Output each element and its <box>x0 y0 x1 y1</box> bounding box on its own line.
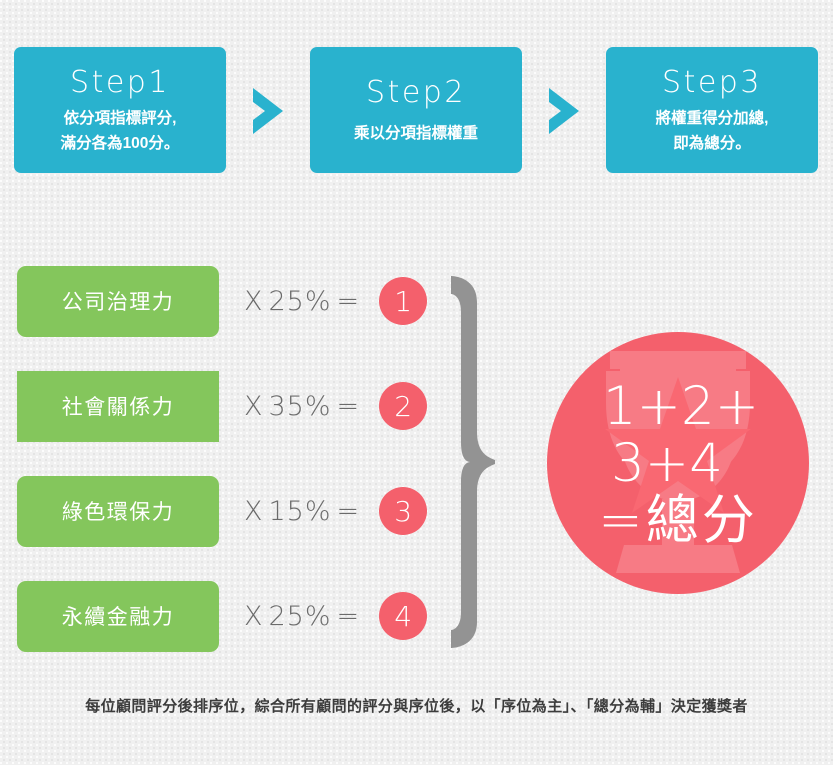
equals-symbol: = <box>336 495 361 527</box>
step-1-title: Step1 <box>70 65 170 101</box>
multiply-symbol: X <box>244 495 264 527</box>
footer-caption: 每位顧問評分後排序位，綜合所有顧問的評分與序位後，以「序位為主」、「總分為輔」決… <box>85 698 748 715</box>
multiply-symbol: X <box>244 390 264 422</box>
trophy-icon <box>605 351 751 573</box>
step-box-2: Step2 乘以分項指標權重 <box>310 47 522 173</box>
category-box: 永續金融力 <box>17 580 219 652</box>
step-2-title: Step2 <box>366 74 466 110</box>
step-box-3: Step3 將權重得分加總, 即為總分。 <box>606 47 818 173</box>
result-badge: 4 <box>379 592 428 640</box>
equals-symbol: = <box>336 390 361 422</box>
total-score-circle: 1+2+ 3+4 =總分 <box>547 332 809 594</box>
step-3-description: 將權重得分加總, 即為總分。 <box>655 109 769 152</box>
weight-value: 15% <box>268 495 332 527</box>
multiply-symbol: X <box>244 285 264 317</box>
weight-value: 25% <box>268 600 332 632</box>
step-3-title: Step3 <box>662 65 762 101</box>
curly-brace <box>451 276 495 648</box>
step-1-description: 依分項指標評分, 滿分各為100分。 <box>60 109 180 152</box>
equals-symbol: = <box>336 600 361 632</box>
total-line-3: =總分 <box>598 489 758 551</box>
weight-value: 35% <box>268 390 332 422</box>
chevron-right-icon <box>549 88 579 134</box>
step-box-1: Step1 依分項指標評分, 滿分各為100分。 <box>14 47 226 173</box>
total-formula: 1+2+ 3+4 =總分 <box>547 332 809 594</box>
result-badge: 2 <box>379 382 428 430</box>
chevron-right-icon <box>253 88 283 134</box>
total-line-1: 1+2+ <box>602 375 760 437</box>
category-box: 社會關係力 <box>17 370 219 442</box>
result-badge: 1 <box>379 277 428 325</box>
category-box: 公司治理力 <box>17 265 219 337</box>
equals-symbol: = <box>336 285 361 317</box>
total-line-2: 3+4 <box>611 432 723 494</box>
weight-value: 25% <box>268 285 332 317</box>
multiply-symbol: X <box>244 600 264 632</box>
result-badge: 3 <box>379 487 428 535</box>
step-2-description: 乘以分項指標權重 <box>353 125 478 143</box>
category-box: 綠色環保力 <box>17 475 219 547</box>
